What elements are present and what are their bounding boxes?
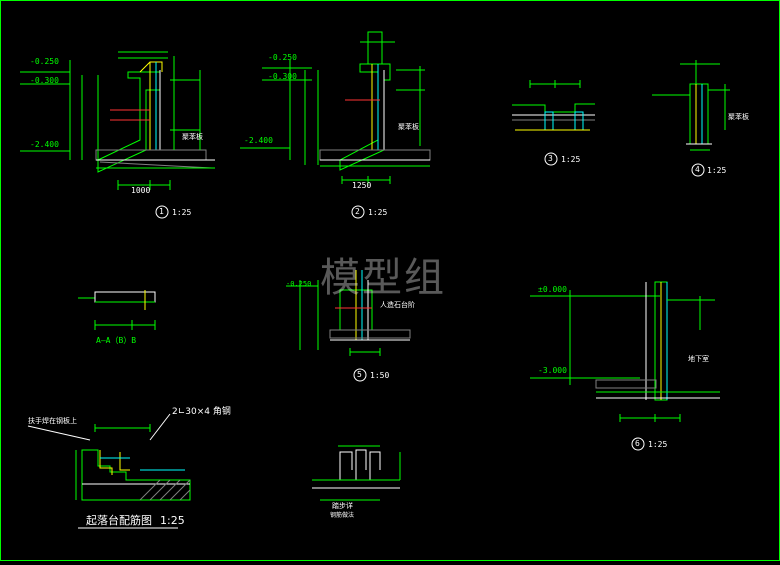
detail-3-circle-number: 3 (548, 154, 553, 163)
detail-5-note: 人造石台阶 (380, 301, 415, 309)
detail-1-scale: 1:25 (172, 208, 192, 217)
detail-4-note: 聚苯板 (728, 113, 749, 121)
detail-6-elevation-bottom: -3.000 (538, 366, 567, 375)
detail-2-note: 聚苯板 (398, 123, 419, 131)
detail-4-scale: 1:25 (707, 166, 727, 175)
detail-3-scale: 1:25 (561, 155, 581, 164)
detail-6-linework (530, 281, 720, 451)
detail-1-circle-number: 1 (159, 207, 164, 216)
watermark: 模型组 (320, 255, 446, 301)
detail-1-note: 聚苯板 (182, 133, 203, 141)
stair-detail-linework (27, 413, 191, 529)
detail-6-note: 地下室 (688, 355, 709, 363)
detail-2-scale: 1:25 (368, 208, 388, 217)
detail-5-linework (286, 270, 411, 382)
detail-5-scale: 1:50 (370, 371, 390, 380)
detail-1-dimension: 1000 (131, 186, 151, 195)
rebar-detail-title: 踏步详 (332, 502, 353, 510)
detail-3-linework (512, 80, 595, 166)
detail-6-circle-number: 6 (635, 439, 640, 448)
rebar-detail-subtitle: 钢筋做法 (330, 512, 355, 519)
detail-1-elevation-bottom: -2.400 (30, 140, 59, 149)
detail-2-elevation-top-a: -0.250 (268, 53, 297, 62)
stair-detail-scale: 1:25 (160, 514, 185, 527)
rebar-detail-linework (312, 445, 401, 501)
detail-6-scale: 1:25 (648, 440, 668, 449)
detail-2-elevation-top-b: -0.300 (268, 72, 297, 81)
detail-2-elevation-bottom: -2.400 (244, 136, 273, 145)
detail-1-linework (20, 51, 215, 219)
detail-2-circle-number: 2 (355, 207, 360, 216)
detail-1-elevation-top-b: -0.300 (30, 76, 59, 85)
detail-4-circle-number: 4 (695, 165, 700, 174)
section-aa-title: A—A（B）B (96, 336, 137, 345)
detail-5-circle-number: 5 (357, 370, 362, 379)
section-aa-linework (78, 290, 156, 330)
detail-5-elevation: -0.250 (286, 280, 312, 288)
stair-detail-title: 起落台配筋图 (86, 514, 152, 527)
stair-detail-note-right: 2∟30×4 角钢 (172, 407, 231, 417)
detail-6-elevation-top: ±0.000 (538, 285, 567, 294)
detail-4-linework (652, 60, 730, 177)
stair-detail-note-left: 扶手焊在钢板上 (28, 417, 77, 425)
detail-2-linework (240, 31, 431, 219)
detail-2-dimension: 1250 (352, 181, 372, 190)
detail-1-elevation-top-a: -0.250 (30, 57, 59, 66)
